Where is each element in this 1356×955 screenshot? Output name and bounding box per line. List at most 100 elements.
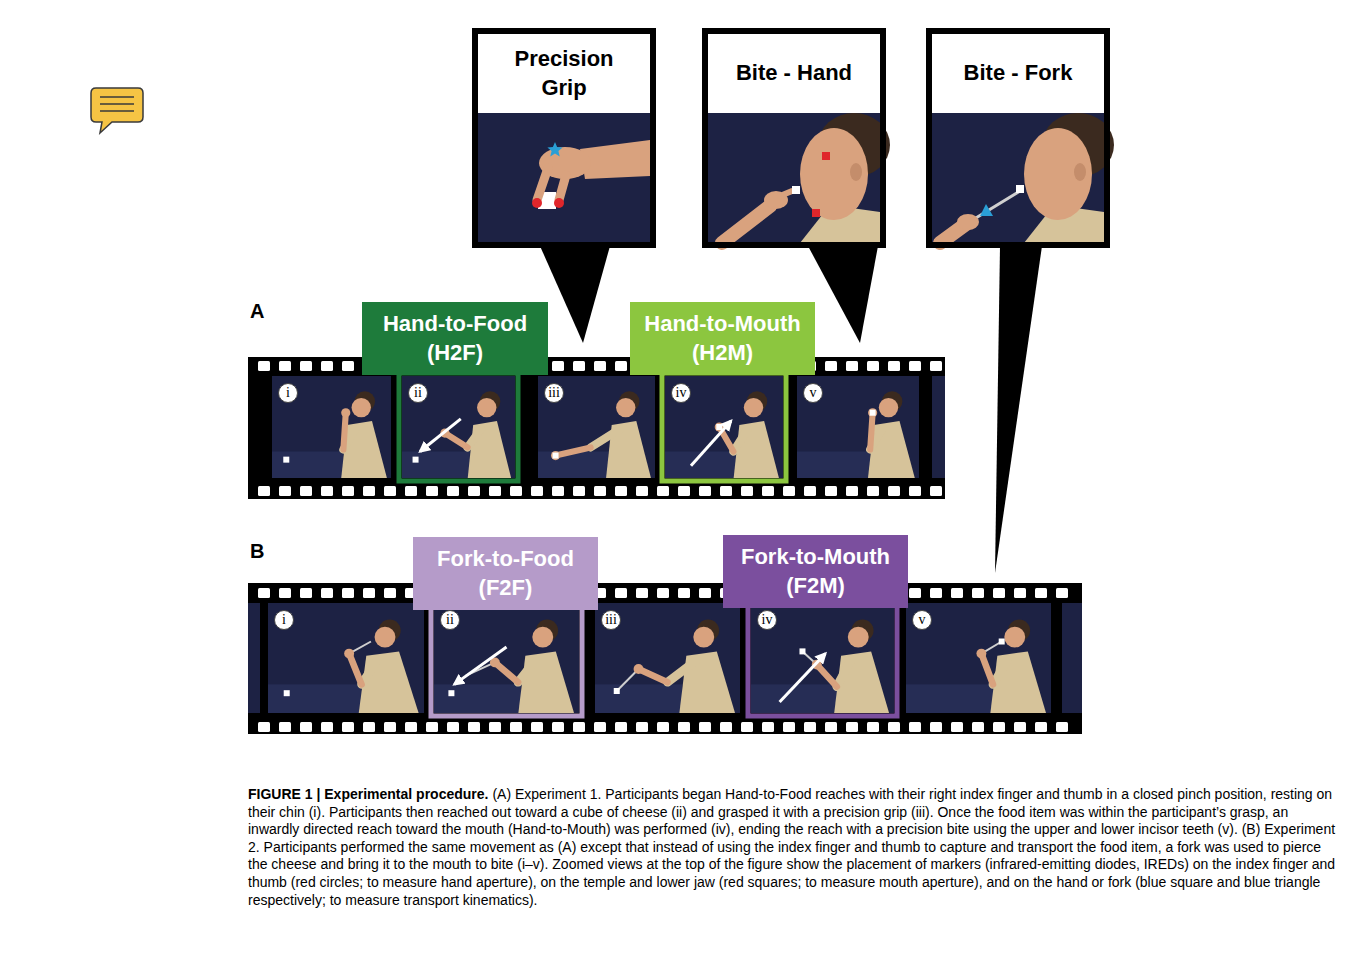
cheese-cube — [284, 690, 290, 696]
sprocket-hole — [720, 486, 732, 496]
panel-letter: A — [250, 301, 264, 321]
sprocket-hole — [300, 588, 312, 598]
torso — [990, 651, 1047, 713]
sprocket-hole — [510, 722, 522, 732]
frame-number: ii — [440, 610, 460, 630]
photo-frame — [248, 603, 260, 713]
zoom-face — [722, 113, 890, 243]
frame-number: v — [912, 610, 932, 630]
figure-caption: FIGURE 1 | Experimental procedure.(A) Ex… — [248, 786, 1342, 909]
ired-star — [547, 142, 562, 156]
sprocket-hole — [363, 486, 375, 496]
callout-pointer — [995, 246, 1042, 573]
phase-label: Fork-to-Food (F2F) — [413, 541, 598, 606]
sprocket-hole — [699, 588, 711, 598]
sprocket-hole — [657, 722, 669, 732]
sprocket-hole — [321, 361, 333, 371]
bubble-line — [100, 96, 134, 98]
torso — [518, 651, 575, 713]
frame-number: i — [274, 610, 294, 630]
sprocket-hole — [426, 722, 438, 732]
sprocket-hole — [930, 361, 942, 371]
hand — [868, 408, 877, 417]
hand — [551, 451, 560, 460]
bubble-line — [100, 103, 134, 105]
photo-frame — [797, 376, 919, 478]
sprocket-hole — [573, 361, 585, 371]
sprocket-hole — [741, 722, 753, 732]
sprocket-hole — [846, 361, 858, 371]
sprocket-hole — [930, 722, 942, 732]
sprocket-hole — [678, 588, 690, 598]
sprocket-hole — [783, 486, 795, 496]
phase-header: Hand-to-Food (H2F) — [362, 302, 548, 375]
forearm — [722, 206, 770, 243]
callout-pointer — [540, 246, 610, 343]
table-top — [595, 684, 682, 713]
sprocket-hole — [909, 486, 921, 496]
sprocket-hole — [615, 588, 627, 598]
film-strip — [248, 583, 1082, 734]
ired-triangle — [980, 204, 993, 216]
table-top — [434, 684, 521, 713]
cheese-cube — [1016, 185, 1024, 193]
sprocket-hole — [888, 722, 900, 732]
sprocket-hole — [909, 722, 921, 732]
frame-number: iv — [671, 383, 691, 403]
hand — [957, 214, 979, 230]
sprocket-hole — [447, 722, 459, 732]
ear — [850, 163, 862, 181]
sprocket-hole — [951, 722, 963, 732]
sprocket-hole — [846, 486, 858, 496]
sprocket-hole — [468, 722, 480, 732]
sprocket-hole — [1056, 588, 1068, 598]
cheese-cube — [413, 457, 419, 463]
ired-square — [812, 209, 820, 217]
table-top — [538, 451, 608, 478]
phase-header: Fork-to-Food (F2F) — [413, 537, 598, 610]
sprocket-hole — [720, 722, 732, 732]
sprocket-hole — [258, 361, 270, 371]
face — [375, 627, 396, 648]
sprocket-hole — [846, 722, 858, 732]
panel-letter: B — [250, 541, 264, 561]
sprocket-hole — [594, 361, 606, 371]
upper-arm — [362, 660, 378, 684]
upper-arm — [468, 429, 482, 447]
upper-arm — [993, 660, 1008, 684]
film-band — [248, 583, 1082, 734]
sprocket-hole — [342, 361, 354, 371]
sprocket-hole — [972, 588, 984, 598]
face — [800, 128, 868, 220]
sprocket-hole — [615, 722, 627, 732]
sprocket-hole — [300, 486, 312, 496]
cheese-cube — [716, 424, 722, 430]
face — [693, 627, 714, 648]
sprocket-hole — [300, 361, 312, 371]
sprocket-hole — [993, 722, 1005, 732]
callout-title: Bite - Fork — [932, 34, 1104, 113]
face — [352, 398, 371, 417]
sprocket-hole — [363, 588, 375, 598]
photo-background — [1062, 603, 1082, 713]
face — [848, 627, 869, 648]
face — [879, 398, 898, 417]
sprocket-hole — [762, 486, 774, 496]
sprocket-hole — [909, 361, 921, 371]
upper-arm — [518, 660, 535, 682]
sprocket-hole — [804, 722, 816, 732]
sprocket-hole — [258, 722, 270, 732]
sprocket-hole — [594, 486, 606, 496]
phase-label: Fork-to-Mouth (F2M) — [723, 539, 908, 604]
face — [1024, 128, 1092, 220]
sprocket-hole — [783, 722, 795, 732]
sprocket-hole — [384, 722, 396, 732]
sprocket-hole — [552, 722, 564, 732]
sprocket-hole — [279, 361, 291, 371]
film-band — [248, 357, 945, 499]
sprocket-hole — [951, 588, 963, 598]
photo-frame — [595, 603, 740, 713]
sprocket-hole — [657, 588, 669, 598]
movement-arrow — [420, 419, 461, 452]
